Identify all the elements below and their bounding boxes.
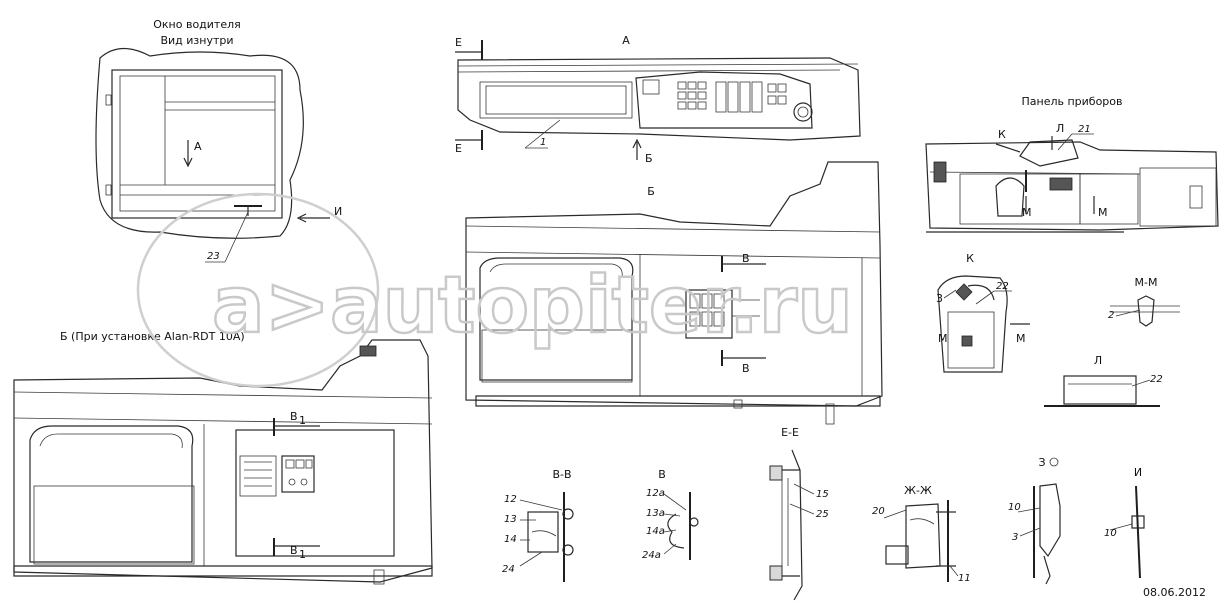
button-grid-A [677, 81, 787, 113]
callout-10b: 10 [1104, 528, 1117, 539]
section-V1-sub-2: 1 [299, 548, 306, 561]
section-VV: В-В 12 13 14 24 [502, 468, 574, 582]
instrument-panel-view: Панель приборов К Л 21 М М [925, 95, 1219, 233]
section-EE: Е-Е 15 25 [769, 426, 829, 601]
window-title-line2: Вид изнутри [160, 34, 233, 47]
section-V1-label-1: В [290, 410, 298, 423]
callout-14: 14 [504, 534, 517, 545]
date-stamp: 08.06.2012 [1143, 586, 1206, 599]
callout-25: 25 [816, 509, 829, 520]
view-K-3-label: 3 [936, 292, 943, 305]
arrow-I-label: И [334, 205, 342, 218]
section-MM-title: М-М [1135, 276, 1158, 289]
callout-22a: 22 [996, 281, 1009, 292]
section-E-label-1: Е [455, 36, 462, 49]
section-EE-title: Е-Е [781, 426, 799, 439]
callout-10a: 10 [1008, 502, 1021, 513]
section-VV-title: В-В [552, 468, 571, 481]
section-L-title: Л [1094, 354, 1102, 367]
callout-21: 21 [1078, 124, 1091, 135]
callout-3: 3 [1012, 532, 1018, 543]
callout-1: 1 [540, 137, 546, 148]
callout-11: 11 [958, 573, 971, 584]
callout-14a: 14а [646, 526, 665, 537]
callout-15: 15 [816, 489, 829, 500]
section-L: Л 22 [1044, 354, 1163, 407]
section-MM: М-М 2 [1108, 276, 1180, 327]
section-V1V1-title: В [658, 468, 666, 481]
section-V1-label-2: В [290, 544, 298, 557]
panel-L-label: Л [1056, 122, 1064, 135]
callout-24a: 24а [642, 550, 661, 561]
arrow-B-label: Б [645, 152, 653, 165]
panel-K-label: К [998, 128, 1006, 141]
section-V1-sub-1: 1 [299, 414, 306, 427]
section-ZhZh: Ж-Ж 20 11 [872, 484, 971, 584]
view-B: Б В В [465, 161, 883, 425]
watermark-text: a>autopiter.ru [212, 261, 853, 351]
section-Z-title: З [1038, 456, 1045, 469]
section-V-label-2: В [742, 362, 750, 375]
callout-2: 2 [1108, 310, 1114, 321]
view-B-alan: Б (При установке Alan-RDT 10A) В 1 В 1 [13, 330, 433, 585]
view-A-title: А [622, 34, 630, 47]
view-K: К 3 22 М М [936, 252, 1030, 373]
section-V1V1: В 12а 13а 14а 24а [642, 468, 699, 561]
callout-20: 20 [872, 506, 885, 517]
view-K-title: К [966, 252, 974, 265]
driver-window-view: Окно водителя Вид изнутри А И 23 [95, 18, 342, 263]
section-I: И 10 [1104, 466, 1145, 579]
callout-23: 23 [207, 251, 220, 262]
callout-12: 12 [504, 494, 517, 505]
callout-12a: 12а [646, 488, 665, 499]
panel-M2-label: М [1098, 206, 1108, 219]
panel-M1-label: М [1022, 206, 1032, 219]
section-Z: З 10 3 [1008, 456, 1061, 585]
view-B-title: Б [647, 185, 655, 198]
view-A: А Е Е Б 1 [455, 34, 861, 165]
callout-13: 13 [504, 514, 517, 525]
panel-title: Панель приборов [1021, 95, 1122, 108]
callout-13a: 13а [646, 508, 665, 519]
window-title-line1: Окно водителя [153, 18, 241, 31]
section-I-title: И [1134, 466, 1142, 479]
section-V-label-1: В [742, 252, 750, 265]
watermark: a>autopiter.ru [136, 192, 854, 388]
view-K-M2-label: М [1016, 332, 1026, 345]
arrow-A-label: А [194, 140, 202, 153]
section-ZhZh-title: Ж-Ж [904, 484, 932, 497]
callout-24: 24 [502, 564, 515, 575]
view-K-M1-label: М [938, 332, 948, 345]
section-E-label-2: Е [455, 142, 462, 155]
callout-22b: 22 [1150, 374, 1163, 385]
